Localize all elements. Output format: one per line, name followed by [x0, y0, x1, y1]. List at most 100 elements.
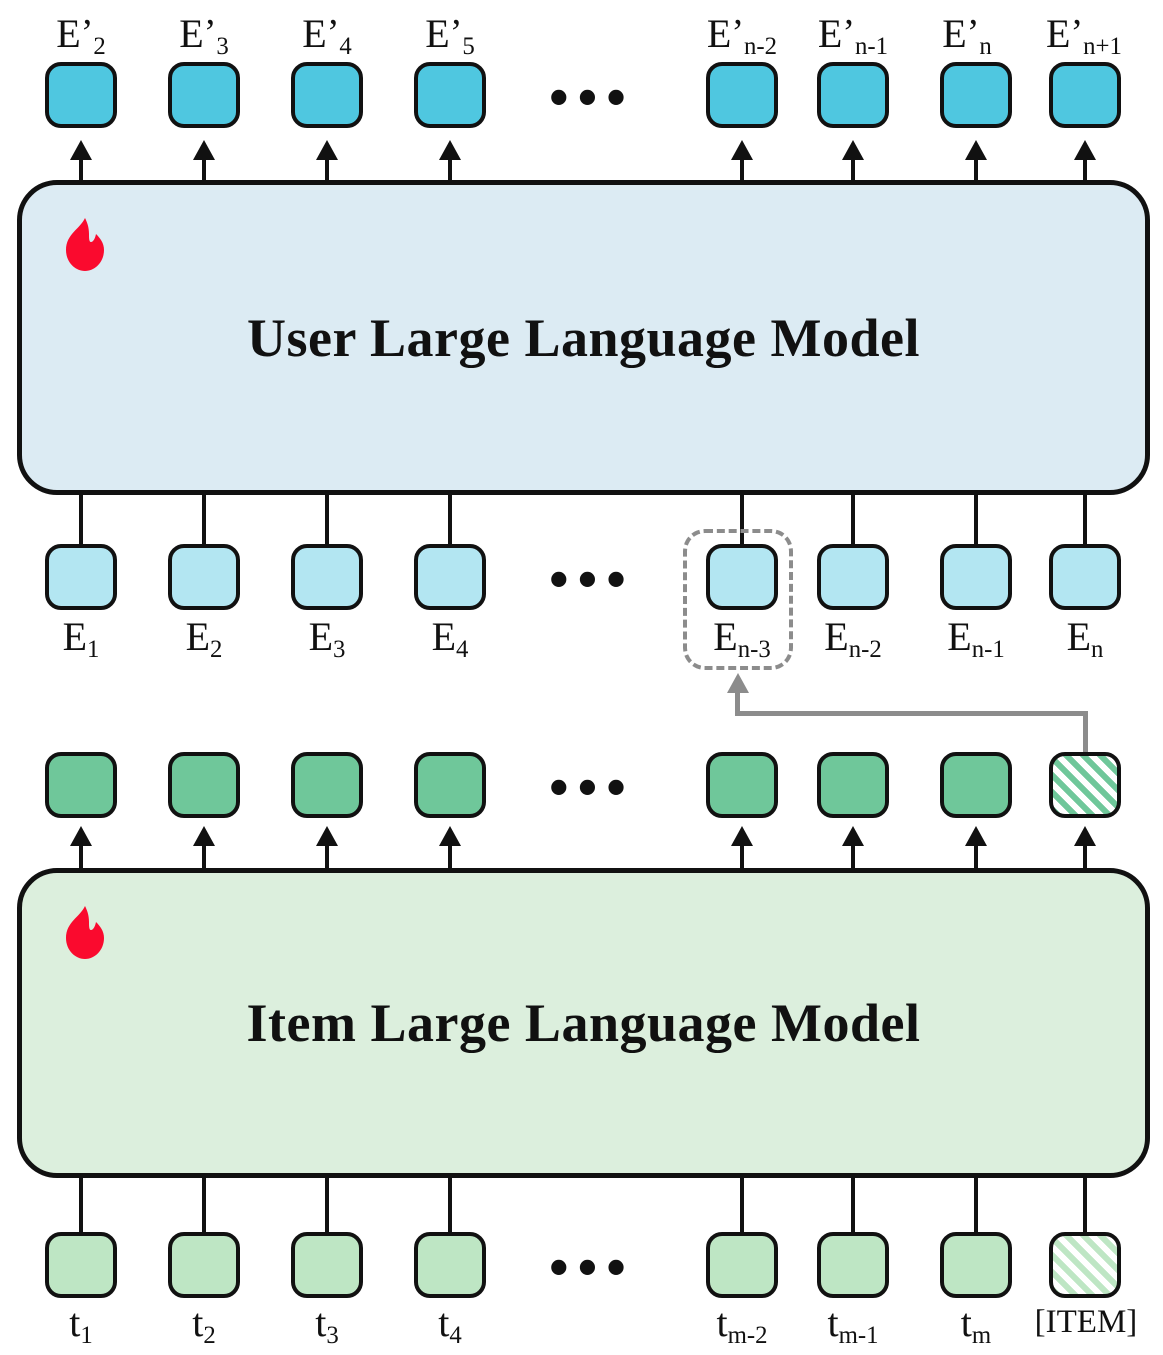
user-in-stem-0	[79, 495, 83, 544]
user-out-arrowhead-2	[316, 140, 338, 160]
user-output-label-2: E’4	[302, 11, 352, 61]
item-out-stem-2	[325, 844, 329, 870]
item-input-label-4: tm-2	[716, 1300, 768, 1350]
user-output-label-6: E’n	[942, 11, 992, 61]
item-input-label-6: tm	[960, 1300, 992, 1350]
user-output-label-1: E’3	[179, 11, 229, 61]
user-out-stem-6	[974, 158, 978, 184]
user-input-label-4: En-3	[713, 614, 771, 664]
user-input-label-3: E4	[431, 614, 469, 664]
item-out-stem-0	[79, 844, 83, 870]
user-output-token-7[interactable]	[1049, 62, 1121, 128]
item-output-token-item-embedding[interactable]	[1049, 752, 1121, 818]
user-in-stem-4	[740, 495, 744, 544]
item-input-token-0[interactable]	[45, 1232, 117, 1298]
user-in-stem-2	[325, 495, 329, 544]
user-input-token-7[interactable]	[1049, 544, 1121, 610]
item-out-stem-5	[851, 844, 855, 870]
user-out-stem-4	[740, 158, 744, 184]
feedback-segment-vertical-right	[1083, 711, 1088, 753]
item-input-label-5: tm-1	[827, 1300, 879, 1350]
user-in-stem-5	[851, 495, 855, 544]
item-out-stem-1	[202, 844, 206, 870]
user-input-token-3[interactable]	[414, 544, 486, 610]
user-out-stem-3	[448, 158, 452, 184]
user-input-token-0[interactable]	[45, 544, 117, 610]
user-input-token-4[interactable]	[706, 544, 778, 610]
item-out-arrowhead-1	[193, 826, 215, 846]
item-output-ellipsis: •••	[549, 757, 635, 819]
user-out-stem-1	[202, 158, 206, 184]
user-input-label-1: E2	[185, 614, 223, 664]
user-input-label-7: En	[1066, 614, 1104, 664]
highlighted-embedding-region	[683, 529, 793, 670]
item-in-stem-0	[79, 1178, 83, 1232]
user-output-token-2[interactable]	[291, 62, 363, 128]
user-output-token-3[interactable]	[414, 62, 486, 128]
user-model-title: User Large Language Model	[247, 307, 920, 368]
item-output-token-1[interactable]	[168, 752, 240, 818]
user-output-ellipsis: •••	[549, 67, 635, 129]
item-in-stem-3	[448, 1178, 452, 1232]
user-input-token-6[interactable]	[940, 544, 1012, 610]
item-input-token-4[interactable]	[706, 1232, 778, 1298]
item-out-stem-3	[448, 844, 452, 870]
item-in-stem-1	[202, 1178, 206, 1232]
feedback-segment-horizontal	[735, 711, 1088, 716]
user-out-stem-0	[79, 158, 83, 184]
item-output-token-6[interactable]	[940, 752, 1012, 818]
item-in-stem-2	[325, 1178, 329, 1232]
item-output-token-3[interactable]	[414, 752, 486, 818]
item-out-arrowhead-6	[965, 826, 987, 846]
item-in-stem-7	[1083, 1178, 1087, 1232]
item-out-stem-4	[740, 844, 744, 870]
user-large-language-model-block[interactable]: User Large Language Model	[17, 180, 1150, 495]
item-input-label-0: t1	[69, 1300, 93, 1350]
item-input-ellipsis: •••	[549, 1237, 635, 1299]
user-out-stem-2	[325, 158, 329, 184]
user-input-token-1[interactable]	[168, 544, 240, 610]
item-input-label-2: t3	[315, 1300, 339, 1350]
user-output-token-6[interactable]	[940, 62, 1012, 128]
item-out-arrowhead-4	[731, 826, 753, 846]
item-out-arrowhead-0	[70, 826, 92, 846]
item-output-token-0[interactable]	[45, 752, 117, 818]
user-input-token-2[interactable]	[291, 544, 363, 610]
user-output-token-4[interactable]	[706, 62, 778, 128]
user-input-label-6: En-1	[947, 614, 1005, 664]
item-input-token-2[interactable]	[291, 1232, 363, 1298]
item-output-token-2[interactable]	[291, 752, 363, 818]
user-out-arrowhead-6	[965, 140, 987, 160]
item-output-token-4[interactable]	[706, 752, 778, 818]
item-input-token-item-tag[interactable]	[1049, 1232, 1121, 1298]
item-output-token-5[interactable]	[817, 752, 889, 818]
user-output-label-3: E’5	[425, 11, 475, 61]
user-out-stem-7	[1083, 158, 1087, 184]
item-input-token-5[interactable]	[817, 1232, 889, 1298]
item-input-label-3: t4	[438, 1300, 462, 1350]
item-input-token-1[interactable]	[168, 1232, 240, 1298]
user-out-arrowhead-5	[842, 140, 864, 160]
user-output-token-0[interactable]	[45, 62, 117, 128]
user-input-label-2: E3	[308, 614, 346, 664]
user-output-label-4: E’n-2	[706, 11, 778, 61]
flame-icon	[66, 906, 104, 959]
user-in-stem-7	[1083, 495, 1087, 544]
user-out-arrowhead-0	[70, 140, 92, 160]
item-out-stem-6	[974, 844, 978, 870]
user-output-token-1[interactable]	[168, 62, 240, 128]
user-in-stem-6	[974, 495, 978, 544]
user-output-label-0: E’2	[56, 11, 106, 61]
user-output-token-5[interactable]	[817, 62, 889, 128]
flame-icon	[66, 218, 104, 271]
item-out-arrowhead-2	[316, 826, 338, 846]
user-output-label-7: E’n+1	[1046, 11, 1122, 61]
feedback-arrowhead	[727, 673, 749, 693]
item-in-stem-4	[740, 1178, 744, 1232]
item-input-token-3[interactable]	[414, 1232, 486, 1298]
item-model-title: Item Large Language Model	[246, 993, 921, 1053]
item-large-language-model-block[interactable]: Item Large Language Model	[17, 868, 1150, 1178]
user-input-token-5[interactable]	[817, 544, 889, 610]
item-input-token-6[interactable]	[940, 1232, 1012, 1298]
